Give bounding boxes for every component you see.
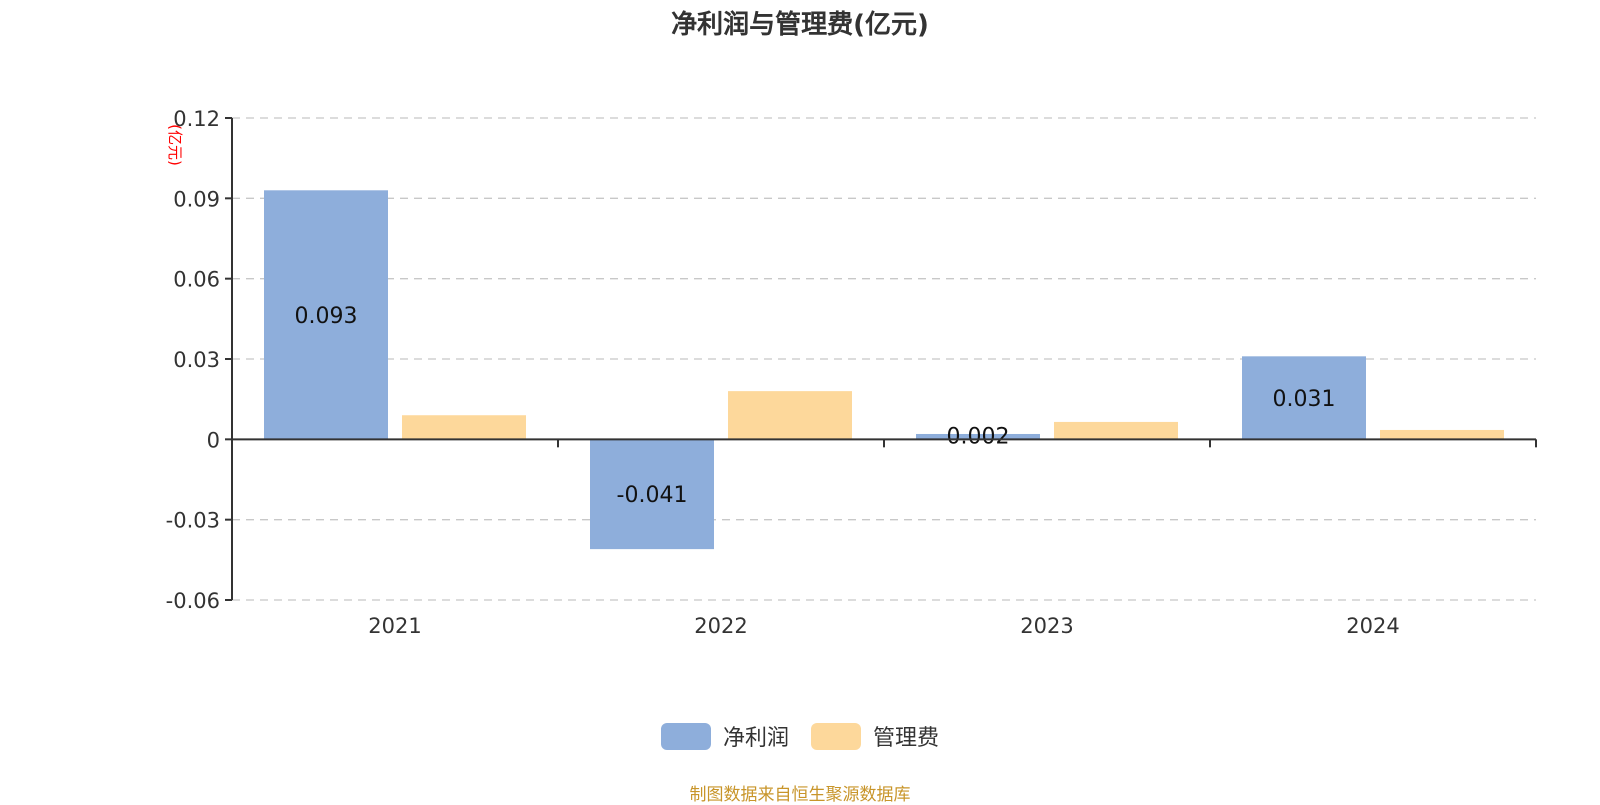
- bar-admin-fee-2023: [1054, 421, 1178, 440]
- y-axis-unit-label: (亿元): [166, 124, 184, 166]
- legend-label-admin-fee: 管理费: [873, 726, 940, 751]
- y-tick-label: 0.09: [173, 187, 220, 211]
- bar-net-profit-2023: [916, 433, 1040, 440]
- bar-admin-fee-2022: [728, 391, 852, 440]
- legend-swatch-admin-fee: [811, 722, 861, 750]
- data-label: 0.093: [295, 304, 358, 329]
- y-tick-label: -0.06: [166, 589, 220, 613]
- y-tick-label: 0.12: [173, 107, 220, 131]
- y-tick-label: 0: [207, 428, 220, 452]
- bar-net-profit-2024: [1242, 356, 1366, 440]
- legend-item-admin-fee[interactable]: 管理费: [811, 720, 939, 752]
- x-tick-label: 2022: [694, 614, 747, 638]
- source-note: 制图数据来自恒生聚源数据库: [689, 785, 911, 805]
- data-label: 0.002: [947, 424, 1010, 449]
- x-tick-label: 2021: [368, 614, 421, 638]
- bar-net-profit-2022: [590, 439, 714, 550]
- y-tick-label: 0.06: [173, 268, 220, 292]
- y-tick-label: 0.03: [173, 348, 220, 372]
- bar-admin-fee-2021: [402, 415, 526, 440]
- data-label: 0.031: [1273, 387, 1336, 412]
- bar-chart: -0.06 -0.03 0 0.03 0.06 0.09 0.12(亿元) 0.093 2021…: [166, 107, 1537, 638]
- legend-label-net-profit: 净利润: [722, 726, 789, 751]
- x-tick-label: 2023: [1020, 614, 1073, 638]
- data-label: -0.041: [617, 483, 688, 508]
- x-tick-label: 2024: [1346, 614, 1399, 638]
- bar-net-profit-2021: [264, 190, 388, 440]
- chart-title: 净利润与管理费(亿元): [671, 10, 929, 40]
- legend-item-net-profit[interactable]: 净利润: [660, 720, 789, 752]
- bar-admin-fee-2024: [1380, 429, 1504, 440]
- legend-swatch-net-profit: [660, 722, 711, 750]
- legend: 净利润 管理费: [0, 720, 1600, 752]
- y-tick-label: -0.03: [166, 509, 220, 533]
